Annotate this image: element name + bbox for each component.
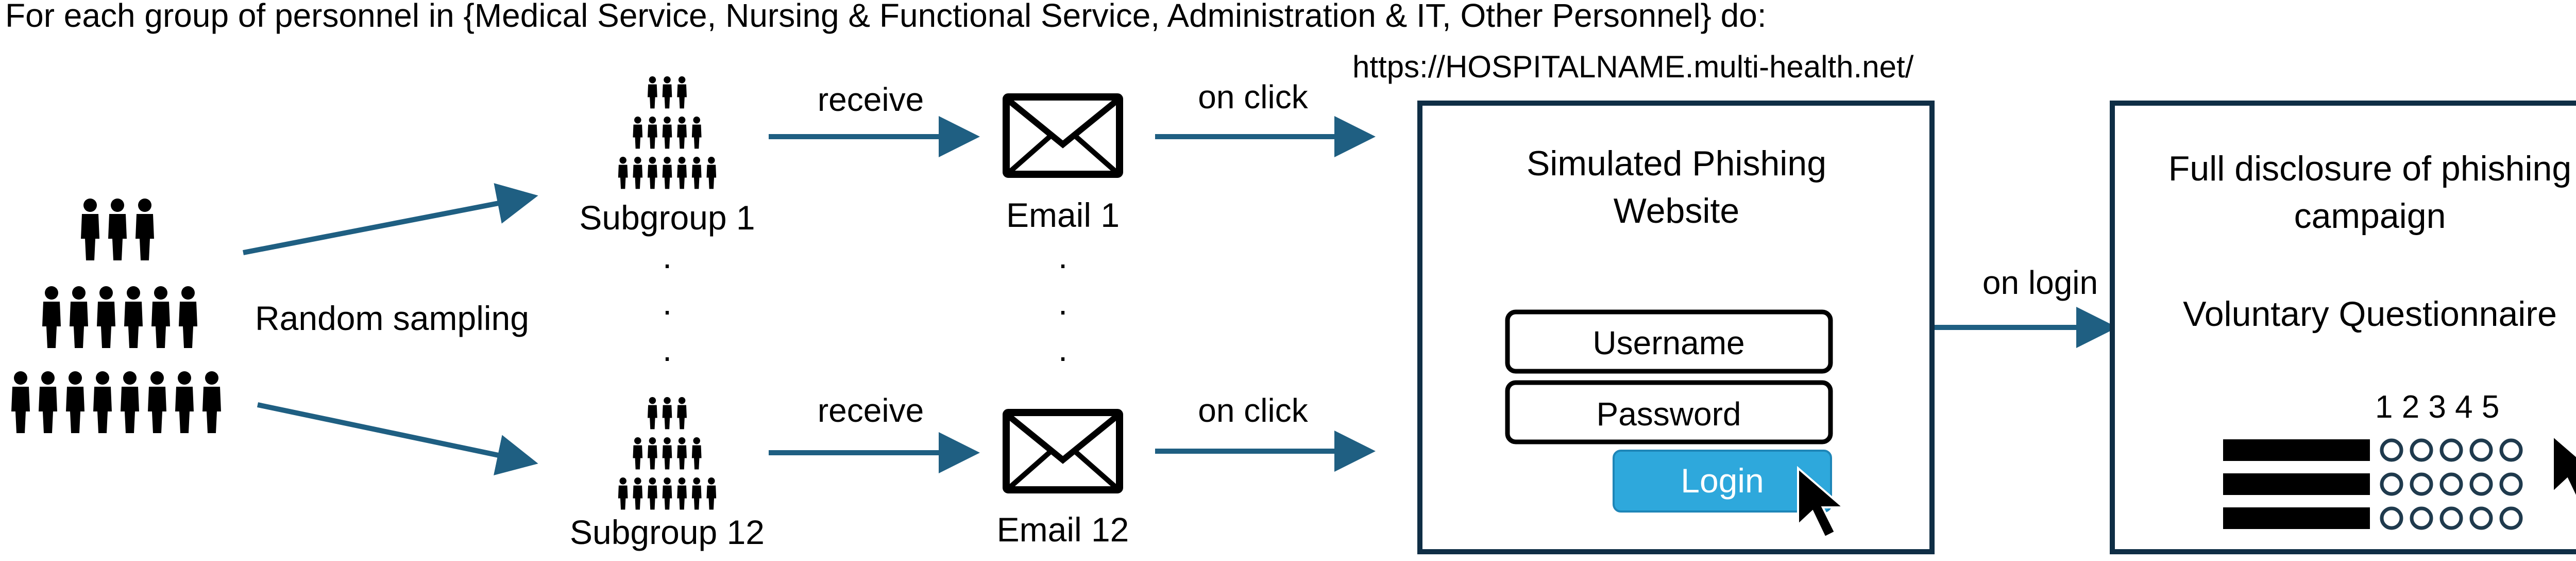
email-1-envelope-icon xyxy=(1006,97,1120,174)
likert-scale-numbers: 1 2 3 4 5 xyxy=(2375,389,2499,425)
receive-label-top: receive xyxy=(818,81,924,118)
svg-text:.: . xyxy=(663,284,672,322)
email-12-label: Email 12 xyxy=(997,510,1129,549)
login-button-label: Login xyxy=(1681,461,1764,500)
phishing-title-line1: Simulated Phishing xyxy=(1527,144,1826,183)
sampling-arrow-top xyxy=(243,183,538,255)
population-pyramid-icon xyxy=(11,199,221,433)
email-12-envelope-icon xyxy=(1006,412,1120,490)
receive-label-bottom: receive xyxy=(818,392,924,429)
subgroup-ellipsis: . . . xyxy=(663,237,672,368)
svg-text:.: . xyxy=(1058,284,1067,322)
subgroup-1-pyramid-icon xyxy=(618,76,717,189)
phishing-title-line2: Website xyxy=(1614,191,1739,230)
email-1-label: Email 1 xyxy=(1006,196,1120,234)
subgroup-12-pyramid-icon xyxy=(618,397,717,510)
subgroup-1-label: Subgroup 1 xyxy=(579,199,755,237)
url-text: https://HOSPITALNAME.multi-health.net/ xyxy=(1352,50,1914,84)
questionnaire-label: Voluntary Questionnaire xyxy=(2183,294,2557,334)
login-button[interactable]: Login xyxy=(1613,450,1832,513)
username-field[interactable]: Username xyxy=(1505,309,1833,374)
on-click-label-bottom: on click xyxy=(1198,392,1308,429)
disclosure-title-line2: campaign xyxy=(2294,196,2446,236)
on-login-label: on login xyxy=(1982,264,2098,301)
email-ellipsis: . . . xyxy=(1058,237,1067,368)
sampling-arrow-bottom xyxy=(257,402,538,475)
disclosure-title-line1: Full disclosure of phishing xyxy=(2168,149,2571,188)
svg-text:.: . xyxy=(1058,237,1067,275)
password-field[interactable]: Password xyxy=(1505,380,1833,444)
on-click-label-top: on click xyxy=(1198,78,1308,116)
password-placeholder: Password xyxy=(1597,395,1741,433)
sampling-label: Random sampling xyxy=(255,299,529,337)
username-placeholder: Username xyxy=(1592,324,1744,361)
svg-text:.: . xyxy=(663,330,672,368)
header-text: For each group of personnel in {Medical … xyxy=(5,0,1767,34)
subgroup-12-label: Subgroup 12 xyxy=(570,513,765,551)
svg-text:.: . xyxy=(1058,330,1067,368)
likert-scale-icon xyxy=(2223,438,2523,530)
svg-text:.: . xyxy=(663,237,672,275)
